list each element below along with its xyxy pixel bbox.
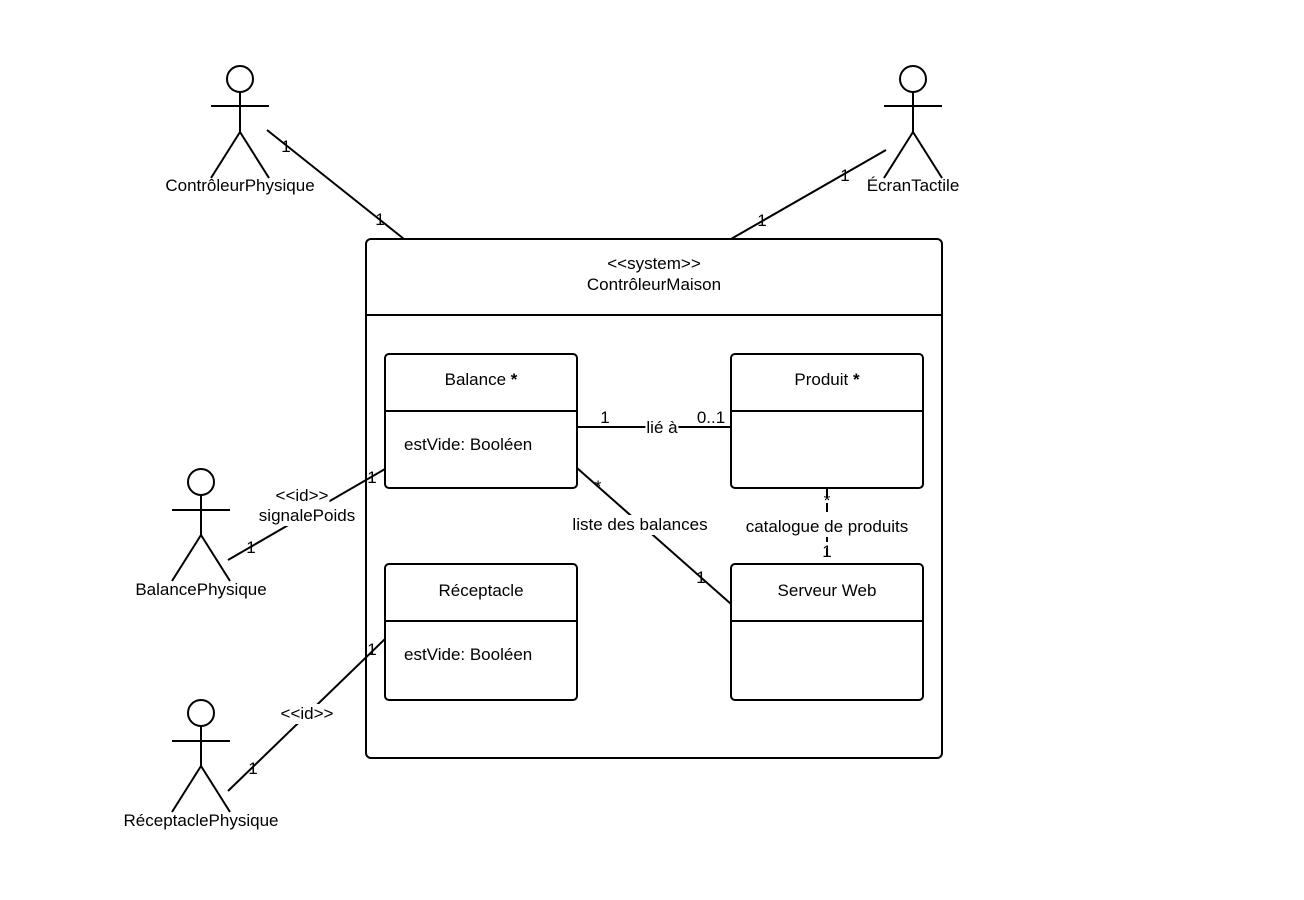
assoc-signale-poids-stereotype: <<id>> — [274, 486, 330, 506]
actor-ecran-tactile-label: ÉcranTactile — [866, 176, 960, 195]
receptacle-attribute: estVide: Booléen — [404, 645, 533, 664]
assoc-catalogue-top-mult: * — [823, 491, 831, 510]
assoc-liste-balances-label: liste des balances — [571, 515, 709, 535]
assoc-signale-poids-label: signalePoids — [257, 506, 357, 526]
receptacle-class-box — [384, 563, 578, 701]
actor-balance-physique-label: BalancePhysique — [135, 580, 267, 599]
assoc-controleur-system-mult: 1 — [375, 210, 385, 229]
assoc-lie-a-left-mult: 1 — [600, 408, 610, 427]
system-stereotype: <<system>> — [607, 254, 701, 273]
balance-class-name: Balance — [444, 370, 507, 389]
assoc-catalogue-bottom-mult: 1 — [822, 542, 832, 561]
actor-controleur-physique-label: ContrôleurPhysique — [165, 176, 315, 195]
system-name: ContrôleurMaison — [586, 275, 722, 294]
assoc-signale-poids-class-mult: 1 — [367, 468, 377, 487]
assoc-receptacle-id-actor-mult: 1 — [248, 759, 258, 778]
balance-attribute: estVide: Booléen — [404, 435, 533, 454]
actor-receptacle-physique-figure — [171, 699, 231, 813]
assoc-controleur-physique — [266, 129, 405, 240]
balance-class-mark: * — [510, 370, 518, 389]
actor-ecran-tactile-figure — [883, 65, 943, 179]
assoc-ecran-actor-mult: 1 — [840, 166, 850, 185]
assoc-receptacle-id-class-mult: 1 — [367, 640, 377, 659]
produit-class-mark: * — [852, 370, 860, 389]
produit-class-title: Produit * — [794, 370, 859, 390]
receptacle-class-name: Réceptacle — [438, 581, 524, 600]
assoc-liste-balances-bottom-mult: 1 — [696, 568, 706, 587]
assoc-liste-balances-top-mult: * — [594, 477, 602, 496]
actor-controleur-physique-figure — [210, 65, 270, 179]
actor-receptacle-physique-label: RéceptaclePhysique — [123, 811, 279, 830]
serveur-web-class-name: Serveur Web — [777, 581, 877, 600]
balance-class-title: Balance * — [445, 370, 518, 390]
balance-class-box — [384, 353, 578, 489]
assoc-lie-a-right-mult: 0..1 — [696, 408, 726, 427]
assoc-receptacle-id-stereotype: <<id>> — [279, 704, 335, 724]
produit-class-name: Produit — [794, 370, 849, 389]
assoc-catalogue-label: catalogue de produits — [744, 517, 910, 537]
actor-balance-physique-figure — [171, 468, 231, 582]
assoc-lie-a-label: lié à — [645, 418, 679, 438]
assoc-signale-poids-actor-mult: 1 — [246, 538, 256, 557]
assoc-ecran-system-mult: 1 — [757, 211, 767, 230]
assoc-controleur-actor-mult: 1 — [281, 137, 291, 156]
assoc-ecran-tactile — [730, 149, 887, 240]
assoc-liste-balances — [576, 467, 732, 605]
